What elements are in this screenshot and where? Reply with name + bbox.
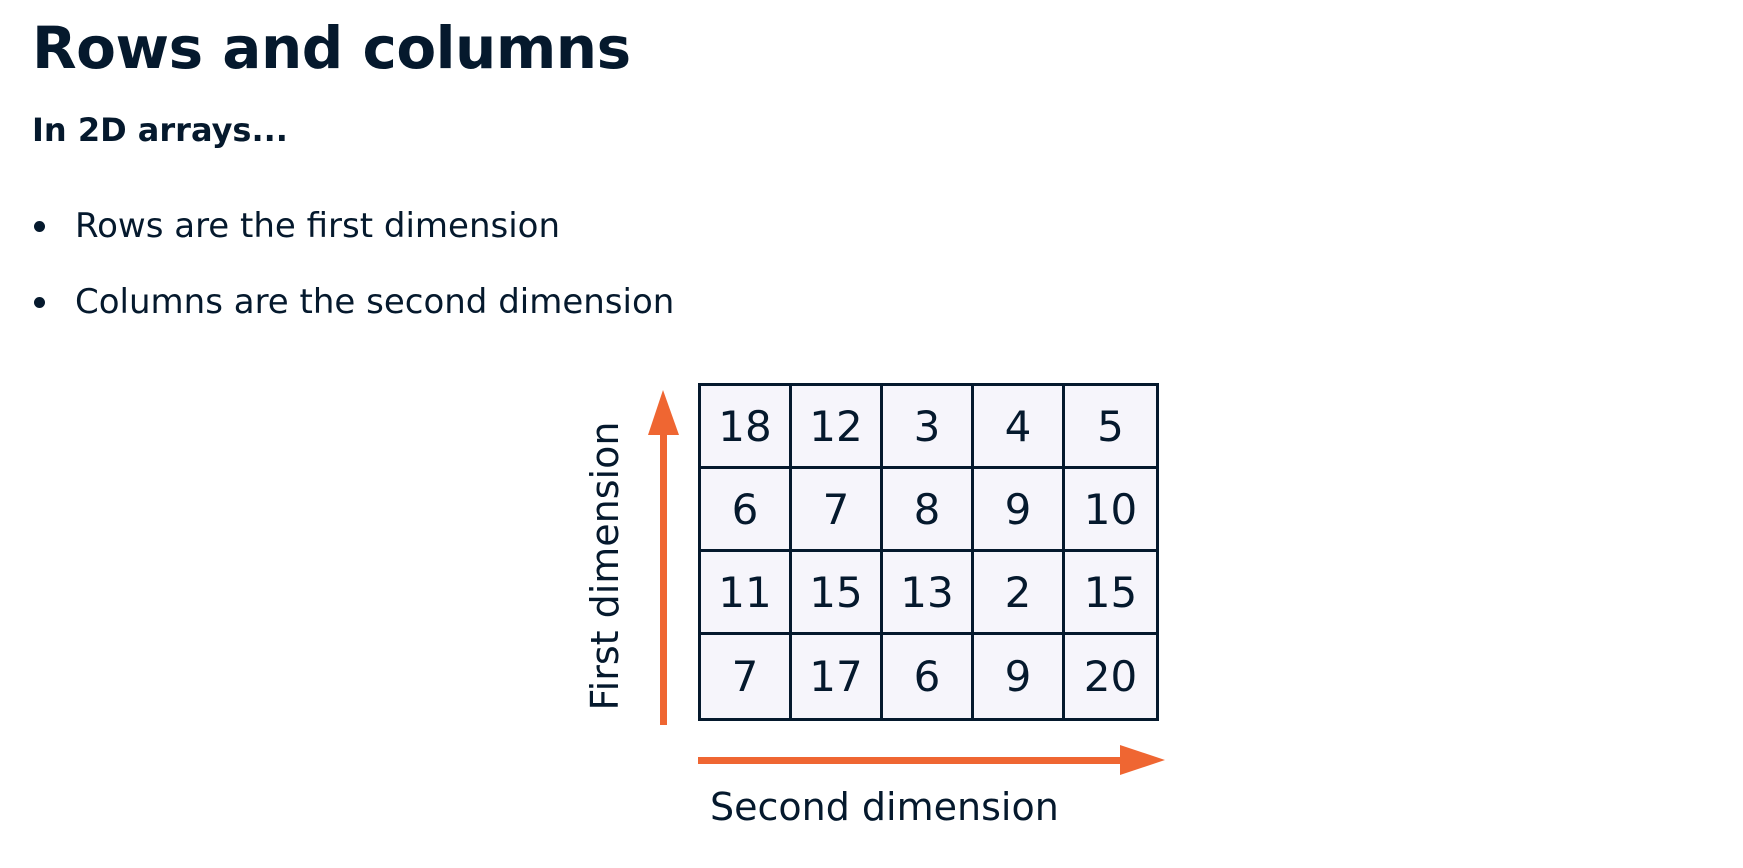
array-cell: 4 — [974, 386, 1065, 469]
array-cell: 9 — [974, 469, 1065, 552]
bullet-dot-icon — [34, 297, 45, 308]
array-cell: 2 — [974, 552, 1065, 635]
first-dimension-arrow-icon — [648, 390, 679, 725]
array-cell: 20 — [1065, 635, 1156, 718]
array-cell: 12 — [792, 386, 883, 469]
second-dimension-label: Second dimension — [710, 785, 1059, 829]
array-cell: 5 — [1065, 386, 1156, 469]
second-dimension-arrow-shaft — [698, 757, 1128, 764]
array-cell: 17 — [792, 635, 883, 718]
array-cell: 7 — [792, 469, 883, 552]
array-cell: 6 — [883, 635, 974, 718]
array-cell: 13 — [883, 552, 974, 635]
array-cell: 15 — [1065, 552, 1156, 635]
array-cell: 8 — [883, 469, 974, 552]
array-cell: 7 — [701, 635, 792, 718]
array-cell: 10 — [1065, 469, 1156, 552]
first-dimension-label: First dimension — [583, 421, 627, 711]
page-subtitle: In 2D arrays... — [32, 111, 288, 149]
first-dimension-arrow-head — [648, 390, 679, 435]
array-cell: 18 — [701, 386, 792, 469]
array-cell: 11 — [701, 552, 792, 635]
second-dimension-arrow-icon — [698, 745, 1165, 775]
array-cell: 9 — [974, 635, 1065, 718]
array-cell: 15 — [792, 552, 883, 635]
bullet-text: Columns are the second dimension — [75, 282, 675, 322]
bullet-dot-icon — [34, 221, 45, 232]
bullet-text: Rows are the first dimension — [75, 206, 560, 246]
page-title: Rows and columns — [32, 14, 631, 82]
array-cell: 6 — [701, 469, 792, 552]
second-dimension-arrow-head — [1120, 745, 1165, 775]
array-cell: 3 — [883, 386, 974, 469]
first-dimension-arrow-shaft — [660, 425, 667, 725]
